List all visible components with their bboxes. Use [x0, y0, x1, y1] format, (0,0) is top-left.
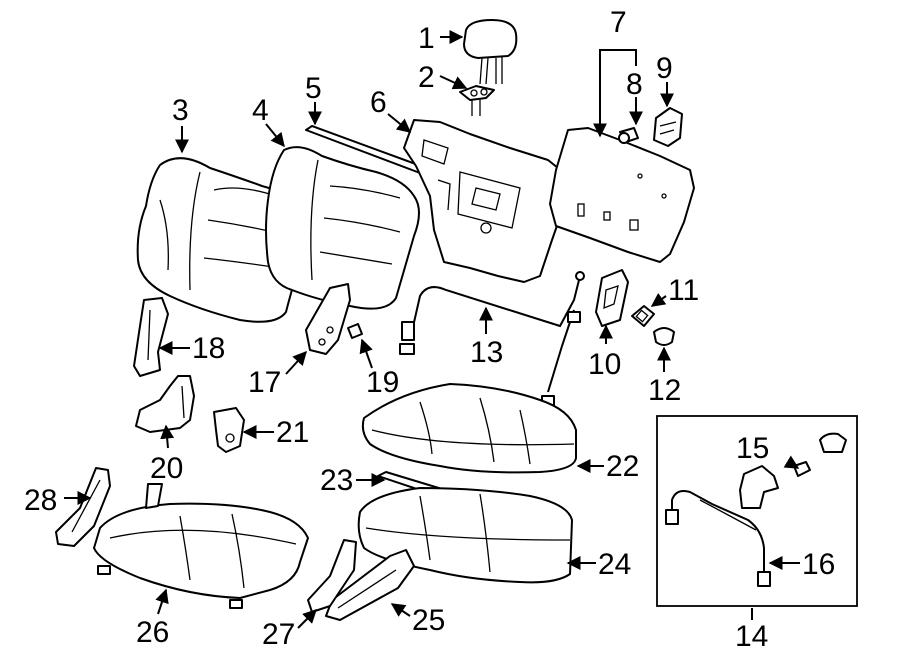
callout-9: 9 — [656, 52, 673, 85]
callout-15: 15 — [736, 432, 769, 465]
callout-1: 1 — [418, 22, 435, 55]
callout-14: 14 — [735, 620, 768, 653]
headrest-guide-part-2 — [459, 85, 495, 116]
side-trim-part-28 — [55, 467, 111, 547]
seat-back-frame-part-6 — [403, 119, 569, 283]
headrest-part-1 — [463, 19, 518, 85]
bracket-part-21 — [213, 407, 245, 453]
callout-11: 11 — [668, 274, 699, 307]
plate-part-11 — [631, 305, 655, 327]
callout-20: 20 — [150, 452, 183, 485]
seat-cushion-pad-part-24 — [357, 487, 573, 584]
callout-6: 6 — [370, 86, 387, 119]
callout-2: 2 — [418, 61, 435, 94]
callout-12: 12 — [648, 374, 681, 407]
push-pin-part-19 — [347, 323, 363, 339]
callout-16: 16 — [802, 548, 835, 581]
callout-17: 17 — [248, 366, 281, 399]
callout-24: 24 — [598, 548, 631, 581]
cap-part-12 — [653, 327, 675, 346]
callout-4: 4 — [252, 94, 269, 127]
callout-7: 7 — [610, 6, 627, 39]
clip-part-8 — [618, 127, 639, 144]
callout-25: 25 — [412, 604, 445, 637]
seat-cushion-cover-part-22 — [361, 383, 577, 474]
seat-hinge-part-20 — [135, 375, 195, 433]
side-trim-part-18 — [133, 297, 169, 377]
seat-back-cover-part-4 — [265, 146, 420, 310]
leader-lines — [64, 30, 800, 629]
callout-10: 10 — [588, 348, 621, 381]
latch-cover-part-9 — [653, 107, 683, 147]
inset-box — [656, 415, 858, 607]
callout-13: 13 — [470, 336, 503, 369]
callout-23: 23 — [320, 464, 353, 497]
callout-labels: 1 2 3 4 5 6 7 8 9 10 11 12 13 14 15 16 1… — [24, 6, 835, 653]
callout-21: 21 — [276, 416, 309, 449]
callout-19: 19 — [366, 366, 399, 399]
callout-3: 3 — [172, 94, 189, 127]
back-panel-part-7 — [549, 127, 695, 263]
callout-5: 5 — [305, 72, 322, 105]
callout-28: 28 — [24, 484, 57, 517]
callout-8: 8 — [626, 68, 643, 101]
side-trim-part-27 — [307, 539, 357, 613]
hinge-bracket-part-17 — [305, 283, 351, 355]
bracket-part-10 — [595, 269, 629, 327]
seat-frame-part-26 — [93, 483, 309, 609]
callout-22: 22 — [606, 450, 639, 483]
callout-18: 18 — [192, 332, 225, 365]
callout-27: 27 — [262, 618, 295, 651]
callout-26: 26 — [136, 616, 169, 649]
